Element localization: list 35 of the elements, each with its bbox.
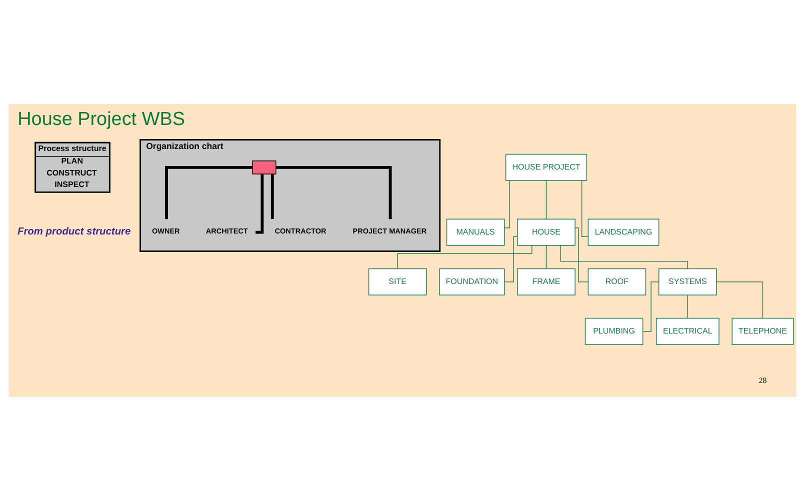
connector (546, 244, 547, 268)
connector (716, 280, 764, 318)
connector (504, 236, 518, 282)
node-text: CONTRACTOR (274, 226, 326, 235)
connector (582, 180, 588, 237)
connector (546, 180, 547, 219)
node-box: TELEPHONE (732, 317, 794, 344)
connector (256, 174, 264, 234)
connector (687, 294, 688, 318)
node-box: MANUALS (446, 218, 505, 246)
node-text: OWNER (152, 226, 180, 235)
label: From product structure (17, 226, 131, 237)
connector (560, 244, 688, 268)
connector (276, 165, 392, 219)
connector (165, 165, 252, 219)
node-box (252, 160, 276, 174)
node-box: SYSTEMS (658, 268, 717, 295)
label: 28 (758, 376, 767, 385)
node-box: ELECTRICAL (656, 317, 720, 344)
node-box: HOUSE PROJECT (505, 153, 588, 180)
connector (574, 227, 589, 282)
diagram-title: House Project WBS (18, 108, 185, 130)
node-text: PROJECT MANAGER (352, 226, 427, 235)
connector (397, 244, 532, 268)
node-box: HOUSE (517, 218, 576, 246)
node-box: SITE (368, 268, 427, 295)
node-box: FOUNDATION (439, 268, 505, 295)
node-box: FRAME (517, 268, 576, 295)
node-box: LANDSCAPING (588, 218, 660, 246)
node-box: PLUMBING (584, 317, 644, 344)
node-text: ARCHITECT (206, 226, 248, 235)
node-box: ROOF (588, 268, 646, 295)
connector (270, 174, 274, 218)
connector (504, 180, 510, 228)
connector (642, 280, 660, 332)
